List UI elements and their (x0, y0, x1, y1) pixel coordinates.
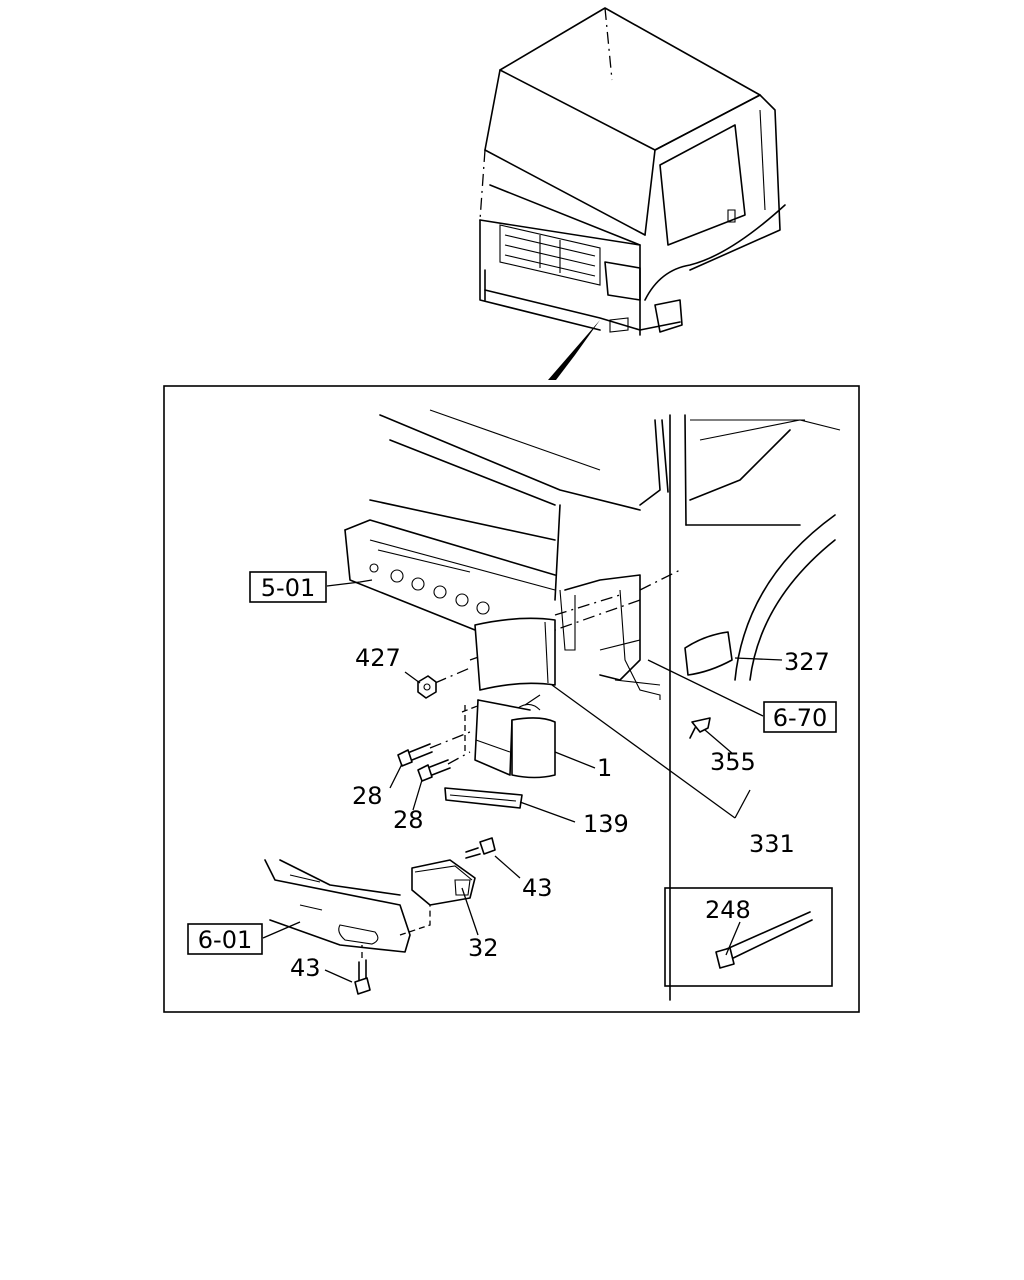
callout-139[interactable]: 139 (583, 810, 629, 838)
leader-lines (262, 579, 783, 983)
ref-box-6-01 (187, 923, 263, 955)
lamp-unit-1 (464, 694, 556, 779)
detail-frame (163, 385, 860, 1013)
bumper-assembly (264, 837, 496, 995)
clamp-detail-frame (664, 887, 833, 987)
callout-427[interactable]: 427 (355, 644, 401, 672)
clamp-detail (715, 911, 813, 969)
truck-cab-overview (479, 7, 786, 380)
callout-43-lower[interactable]: 43 (290, 954, 321, 982)
clip-355 (689, 717, 711, 739)
callout-labels: 5-01 427 327 6-70 355 1 28 28 139 331 43… (187, 571, 837, 982)
corner-panel-assembly (344, 409, 841, 1001)
callout-ref-5-01[interactable]: 5-01 (261, 574, 315, 602)
callout-28-lower[interactable]: 28 (393, 806, 424, 834)
callout-43-upper[interactable]: 43 (522, 874, 553, 902)
callout-ref-6-01[interactable]: 6-01 (198, 926, 252, 954)
callout-331[interactable]: 331 (749, 830, 795, 858)
callout-32[interactable]: 32 (468, 934, 499, 962)
bolt-28-upper (397, 743, 433, 767)
ref-box-6-70 (763, 701, 837, 733)
callout-ref-6-70[interactable]: 6-70 (773, 704, 827, 732)
bolt-28-lower (417, 759, 451, 782)
callout-28-upper[interactable]: 28 (352, 782, 383, 810)
callout-1[interactable]: 1 (597, 754, 612, 782)
callout-248[interactable]: 248 (705, 896, 751, 924)
nut-427 (417, 675, 437, 699)
grille-holes (369, 563, 490, 615)
callout-327[interactable]: 327 (784, 648, 830, 676)
ref-box-5-01 (249, 571, 327, 603)
callout-355[interactable]: 355 (710, 748, 756, 776)
